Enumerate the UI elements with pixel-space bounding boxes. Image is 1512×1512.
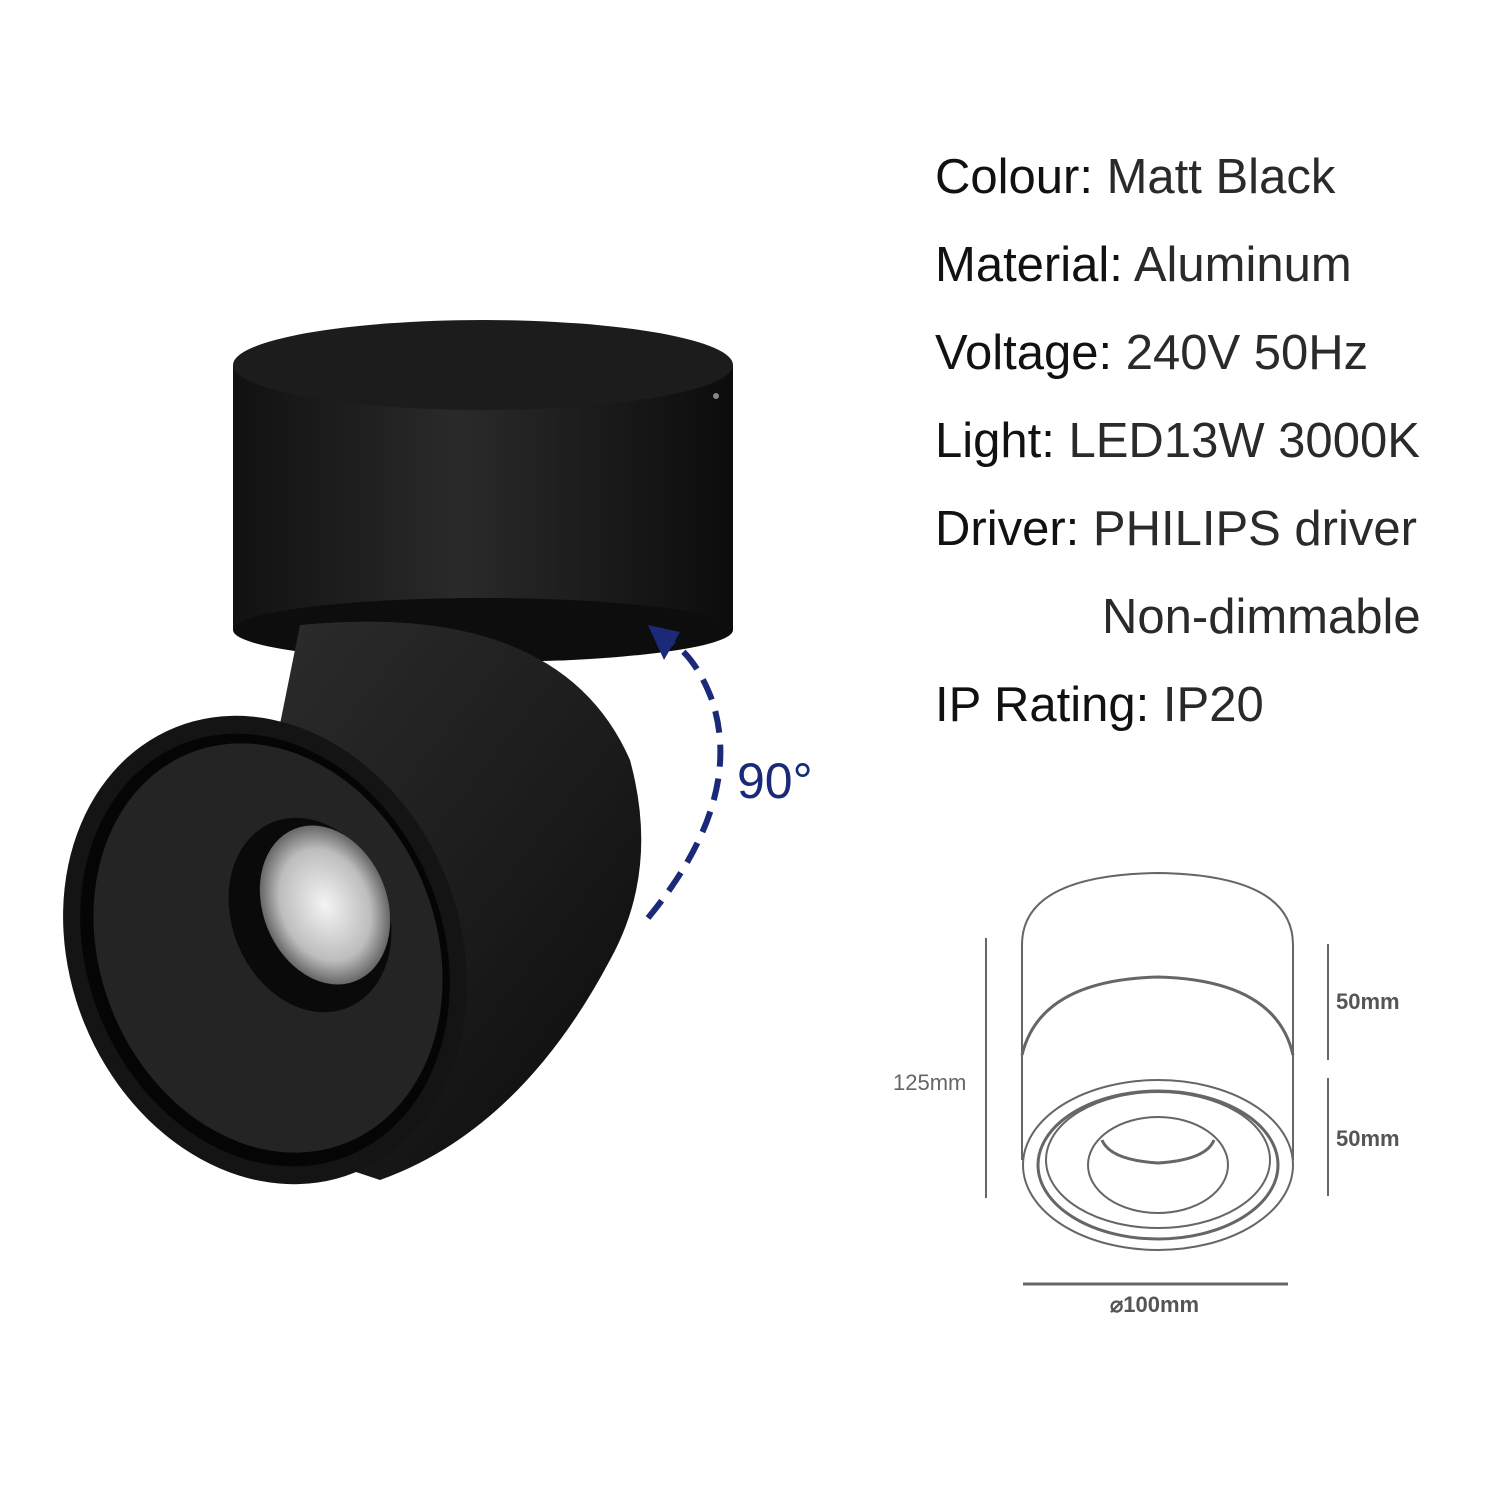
spec-value: LED13W 3000K <box>1068 414 1420 468</box>
spec-value: Non-dimmable <box>1102 590 1421 644</box>
spec-label: Material: <box>935 238 1123 292</box>
spec-label: Driver: <box>935 502 1080 556</box>
rotation-arrow-icon <box>645 625 724 920</box>
spec-value: 240V 50Hz <box>1125 326 1369 380</box>
led-lens <box>259 825 391 985</box>
spec-light: Light: LED13W 3000K <box>935 417 1420 466</box>
spec-value: IP20 <box>1162 678 1264 732</box>
spec-label: Light: <box>935 414 1055 468</box>
dimension-total-height: 125mm <box>893 1070 967 1095</box>
rotation-angle-label: 90° <box>737 753 813 809</box>
spec-value: PHILIPS driver <box>1092 502 1417 556</box>
spec-driver: Driver: PHILIPS driver <box>935 505 1417 554</box>
spec-ip-rating: IP Rating: IP20 <box>935 681 1264 730</box>
spec-colour: Colour: Matt Black <box>935 153 1335 202</box>
dimension-top-height: 50mm <box>1336 989 1400 1014</box>
spec-value: Aluminum <box>1133 238 1352 292</box>
spec-value: Matt Black <box>1106 150 1336 204</box>
dimension-diameter: ⌀100mm <box>1110 1292 1200 1317</box>
dimension-drawing <box>985 871 1329 1286</box>
spotlight-head <box>63 621 642 1185</box>
spec-label: Colour: <box>935 150 1093 204</box>
spec-label: Voltage: <box>935 326 1113 380</box>
spec-label: IP Rating: <box>935 678 1150 732</box>
spec-voltage: Voltage: 240V 50Hz <box>935 329 1368 378</box>
dimension-head-height: 50mm <box>1336 1126 1400 1151</box>
spec-material: Material: Aluminum <box>935 241 1352 290</box>
spec-driver-dimming: Non-dimmable <box>1102 593 1421 642</box>
ceiling-base <box>233 320 733 662</box>
